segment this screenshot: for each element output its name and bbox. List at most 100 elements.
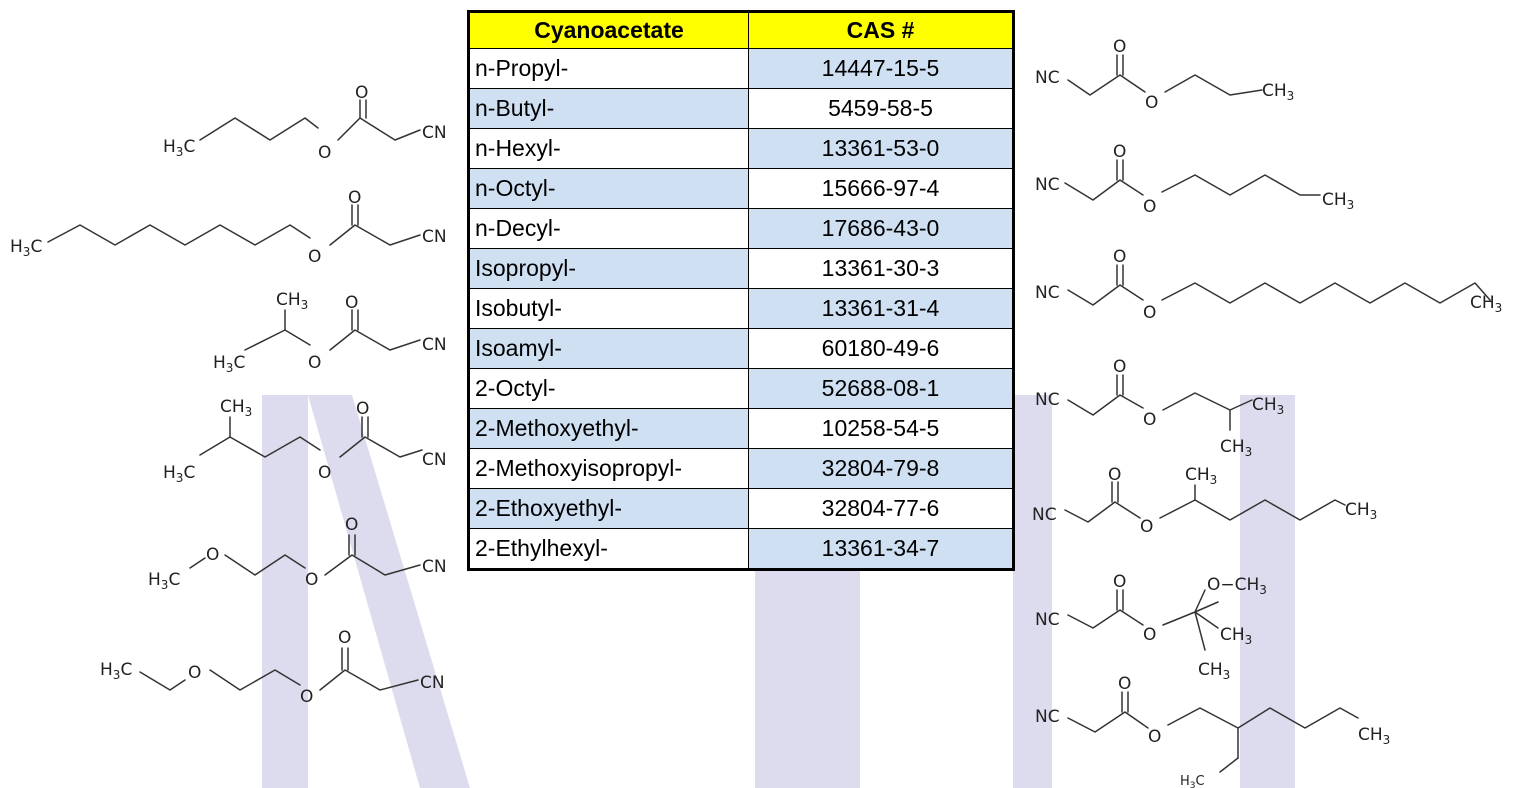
- svg-text:H3C: H3C: [163, 137, 195, 159]
- row-name: n-Butyl-: [468, 88, 749, 129]
- table-row: 2-Ethoxyethyl-32804-77-6: [468, 488, 1014, 529]
- svg-text:CN: CN: [420, 673, 445, 693]
- structure-methoxyethyl-left: H3C O O O CN: [148, 515, 447, 592]
- watermark-far-bar: [1240, 395, 1295, 788]
- svg-text:H3C: H3C: [213, 353, 245, 375]
- structure-isopropyl-left: H3C CH3 O O CN: [213, 290, 447, 375]
- table-row: n-Hexyl-13361-53-0: [468, 128, 1014, 169]
- row-name: Isopropyl-: [468, 248, 749, 289]
- structure-2-octyl-right: NC O O CH3 CH3: [1032, 465, 1377, 537]
- svg-text:O: O: [1143, 410, 1156, 430]
- svg-text:O: O: [1113, 37, 1126, 57]
- svg-text:CH3: CH3: [1470, 293, 1502, 315]
- svg-text:NC: NC: [1035, 175, 1060, 195]
- table-row: 2-Ethylhexyl-13361-34-7: [468, 528, 1014, 570]
- row-cas: 5459-58-5: [748, 88, 1014, 129]
- table-row: Isobutyl-13361-31-4: [468, 288, 1014, 329]
- svg-text:O: O: [356, 399, 369, 419]
- row-name: n-Hexyl-: [468, 128, 749, 169]
- svg-text:CH3: CH3: [220, 397, 252, 419]
- svg-text:O: O: [1148, 727, 1161, 747]
- svg-text:CN: CN: [422, 123, 447, 143]
- row-name: Isobutyl-: [468, 288, 749, 329]
- svg-text:H3C: H3C: [163, 463, 195, 485]
- svg-text:O: O: [355, 83, 368, 103]
- svg-text:O−CH3: O−CH3: [1207, 575, 1267, 597]
- structure-n-butyl-left: H3C O O CN: [163, 83, 447, 163]
- svg-text:CH3: CH3: [1345, 500, 1377, 522]
- svg-text:O: O: [305, 570, 318, 590]
- svg-text:CN: CN: [422, 557, 447, 577]
- svg-text:NC: NC: [1035, 707, 1060, 727]
- svg-text:CN: CN: [422, 450, 447, 470]
- structure-isoamyl-left: H3C CH3 O O CN: [163, 397, 447, 485]
- table-row: n-Propyl-14447-15-5: [468, 48, 1014, 89]
- row-cas: 60180-49-6: [748, 328, 1014, 369]
- svg-text:O: O: [1108, 465, 1121, 485]
- row-cas: 13361-34-7: [748, 528, 1014, 570]
- svg-text:NC: NC: [1035, 68, 1060, 88]
- table-row: 2-Methoxyethyl-10258-54-5: [468, 408, 1014, 449]
- table-row: n-Octyl-15666-97-4: [468, 168, 1014, 209]
- structure-n-octyl-left: H3C O O CN: [10, 188, 447, 267]
- row-cas: 15666-97-4: [748, 168, 1014, 209]
- svg-text:O: O: [1140, 517, 1153, 537]
- svg-text:CH3: CH3: [1220, 437, 1252, 459]
- svg-text:O: O: [318, 143, 331, 163]
- table-row: n-Decyl-17686-43-0: [468, 208, 1014, 249]
- cyanoacetate-cas-table: Cyanoacetate CAS # n-Propyl-14447-15-5 n…: [467, 10, 1015, 571]
- svg-text:O: O: [308, 353, 321, 373]
- row-name: Isoamyl-: [468, 328, 749, 369]
- row-name: 2-Methoxyethyl-: [468, 408, 749, 449]
- svg-text:H3C: H3C: [148, 570, 180, 592]
- svg-text:O: O: [338, 628, 351, 648]
- row-cas: 13361-31-4: [748, 288, 1014, 329]
- structure-ethylhexyl-right: NC O O CH3 H3C: [1035, 674, 1390, 788]
- svg-text:CH3: CH3: [1322, 190, 1354, 212]
- structure-n-decyl-right: NC O O CH3: [1035, 247, 1502, 323]
- svg-text:H3C: H3C: [1180, 774, 1205, 788]
- row-cas: 10258-54-5: [748, 408, 1014, 449]
- table-row: 2-Octyl-52688-08-1: [468, 368, 1014, 409]
- structure-isobutyl-right: NC O O CH3 CH3: [1035, 357, 1284, 459]
- structure-n-propyl-right: NC O O CH3: [1035, 37, 1294, 113]
- structure-methoxyisopropyl-right: NC O O O−CH3 CH3 CH3: [1035, 572, 1267, 682]
- row-cas: 17686-43-0: [748, 208, 1014, 249]
- svg-text:O: O: [1143, 303, 1156, 323]
- table-header-row: Cyanoacetate CAS #: [468, 11, 1014, 49]
- svg-text:O: O: [1113, 247, 1126, 267]
- header-cyanoacetate: Cyanoacetate: [468, 11, 749, 49]
- row-cas: 14447-15-5: [748, 48, 1014, 89]
- svg-text:CH3: CH3: [1252, 395, 1284, 417]
- table-row: 2-Methoxyisopropyl-32804-79-8: [468, 448, 1014, 489]
- svg-text:CN: CN: [422, 335, 447, 355]
- svg-text:CH3: CH3: [1198, 660, 1230, 682]
- row-cas: 13361-53-0: [748, 128, 1014, 169]
- row-name: n-Decyl-: [468, 208, 749, 249]
- svg-text:NC: NC: [1035, 610, 1060, 630]
- watermark-left-bar: [262, 395, 308, 788]
- svg-text:O: O: [1145, 93, 1158, 113]
- row-cas: 32804-79-8: [748, 448, 1014, 489]
- svg-text:O: O: [1118, 674, 1131, 694]
- svg-text:CH3: CH3: [1220, 625, 1252, 647]
- svg-text:NC: NC: [1035, 390, 1060, 410]
- svg-text:H3C: H3C: [100, 660, 132, 682]
- svg-text:O: O: [1113, 142, 1126, 162]
- table-row: Isoamyl-60180-49-6: [468, 328, 1014, 369]
- table-row: Isopropyl-13361-30-3: [468, 248, 1014, 289]
- structure-n-hexyl-right: NC O O CH3: [1035, 142, 1354, 217]
- svg-text:NC: NC: [1035, 283, 1060, 303]
- watermark-right-bar: [1013, 395, 1052, 788]
- row-name: n-Octyl-: [468, 168, 749, 209]
- svg-text:O: O: [188, 663, 201, 683]
- svg-text:O: O: [300, 687, 313, 707]
- svg-text:O: O: [1113, 572, 1126, 592]
- svg-text:O: O: [1143, 197, 1156, 217]
- row-name: 2-Methoxyisopropyl-: [468, 448, 749, 489]
- row-name: 2-Octyl-: [468, 368, 749, 409]
- svg-text:CH3: CH3: [1358, 725, 1390, 747]
- row-name: 2-Ethylhexyl-: [468, 528, 749, 570]
- svg-text:CH3: CH3: [1262, 81, 1294, 103]
- svg-text:O: O: [348, 188, 361, 208]
